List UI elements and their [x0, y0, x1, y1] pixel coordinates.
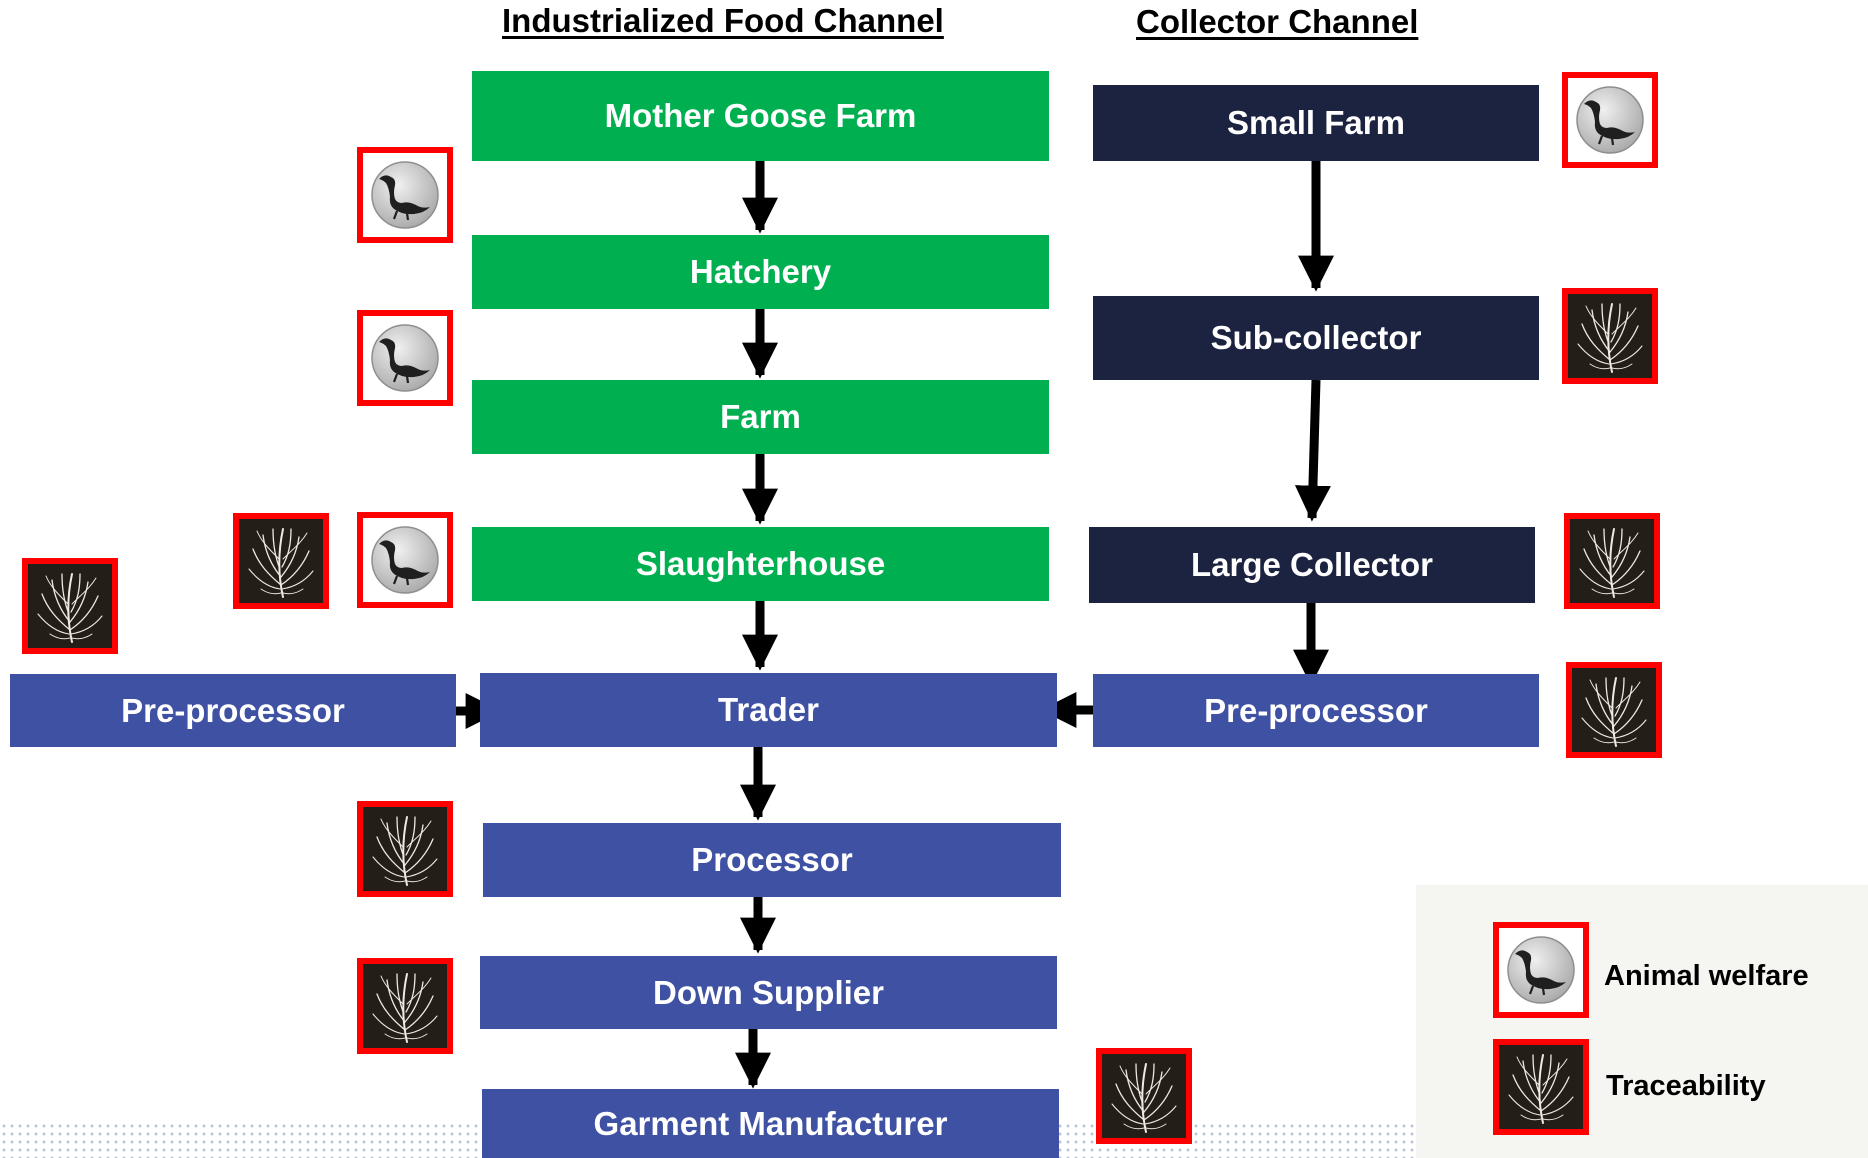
feather-icon [1096, 1048, 1192, 1144]
processor-box: Processor [483, 823, 1061, 897]
legend: Animal welfare Traceability [1416, 885, 1868, 1158]
feather-icon [357, 958, 453, 1054]
legend-animal-welfare-label: Animal welfare [1604, 960, 1809, 992]
goose-icon [357, 147, 453, 243]
feather-icon [1566, 662, 1662, 758]
hatchery-box: Hatchery [472, 235, 1049, 309]
garment-manufacturer-box: Garment Manufacturer [482, 1089, 1059, 1158]
goose-icon [1493, 922, 1589, 1018]
feather-icon [1562, 288, 1658, 384]
sub-collector-box: Sub-collector [1093, 296, 1539, 380]
down-supplier-box: Down Supplier [480, 956, 1057, 1029]
industrial-channel-heading: Industrialized Food Channel [502, 2, 944, 39]
legend-traceability-label: Traceability [1606, 1070, 1766, 1102]
goose-icon [357, 310, 453, 406]
farm-box: Farm [472, 380, 1049, 454]
small-farm-box: Small Farm [1093, 85, 1539, 161]
goose-icon [357, 512, 453, 608]
collector-channel-heading: Collector Channel [1136, 3, 1419, 40]
feather-icon [22, 558, 118, 654]
mother-goose-farm-box: Mother Goose Farm [472, 71, 1049, 161]
arrow-sub-collector-to-large-collector [1294, 379, 1331, 522]
slaughterhouse-box: Slaughterhouse [472, 527, 1049, 601]
left-pre-processor-box: Pre-processor [10, 674, 456, 747]
right-pre-processor-box: Pre-processor [1093, 674, 1539, 747]
feather-icon [357, 801, 453, 897]
feather-icon [1564, 513, 1660, 609]
feather-icon [233, 513, 329, 609]
feather-icon [1493, 1039, 1589, 1135]
trader-box: Trader [480, 673, 1057, 747]
goose-icon [1562, 72, 1658, 168]
large-collector-box: Large Collector [1089, 527, 1535, 603]
